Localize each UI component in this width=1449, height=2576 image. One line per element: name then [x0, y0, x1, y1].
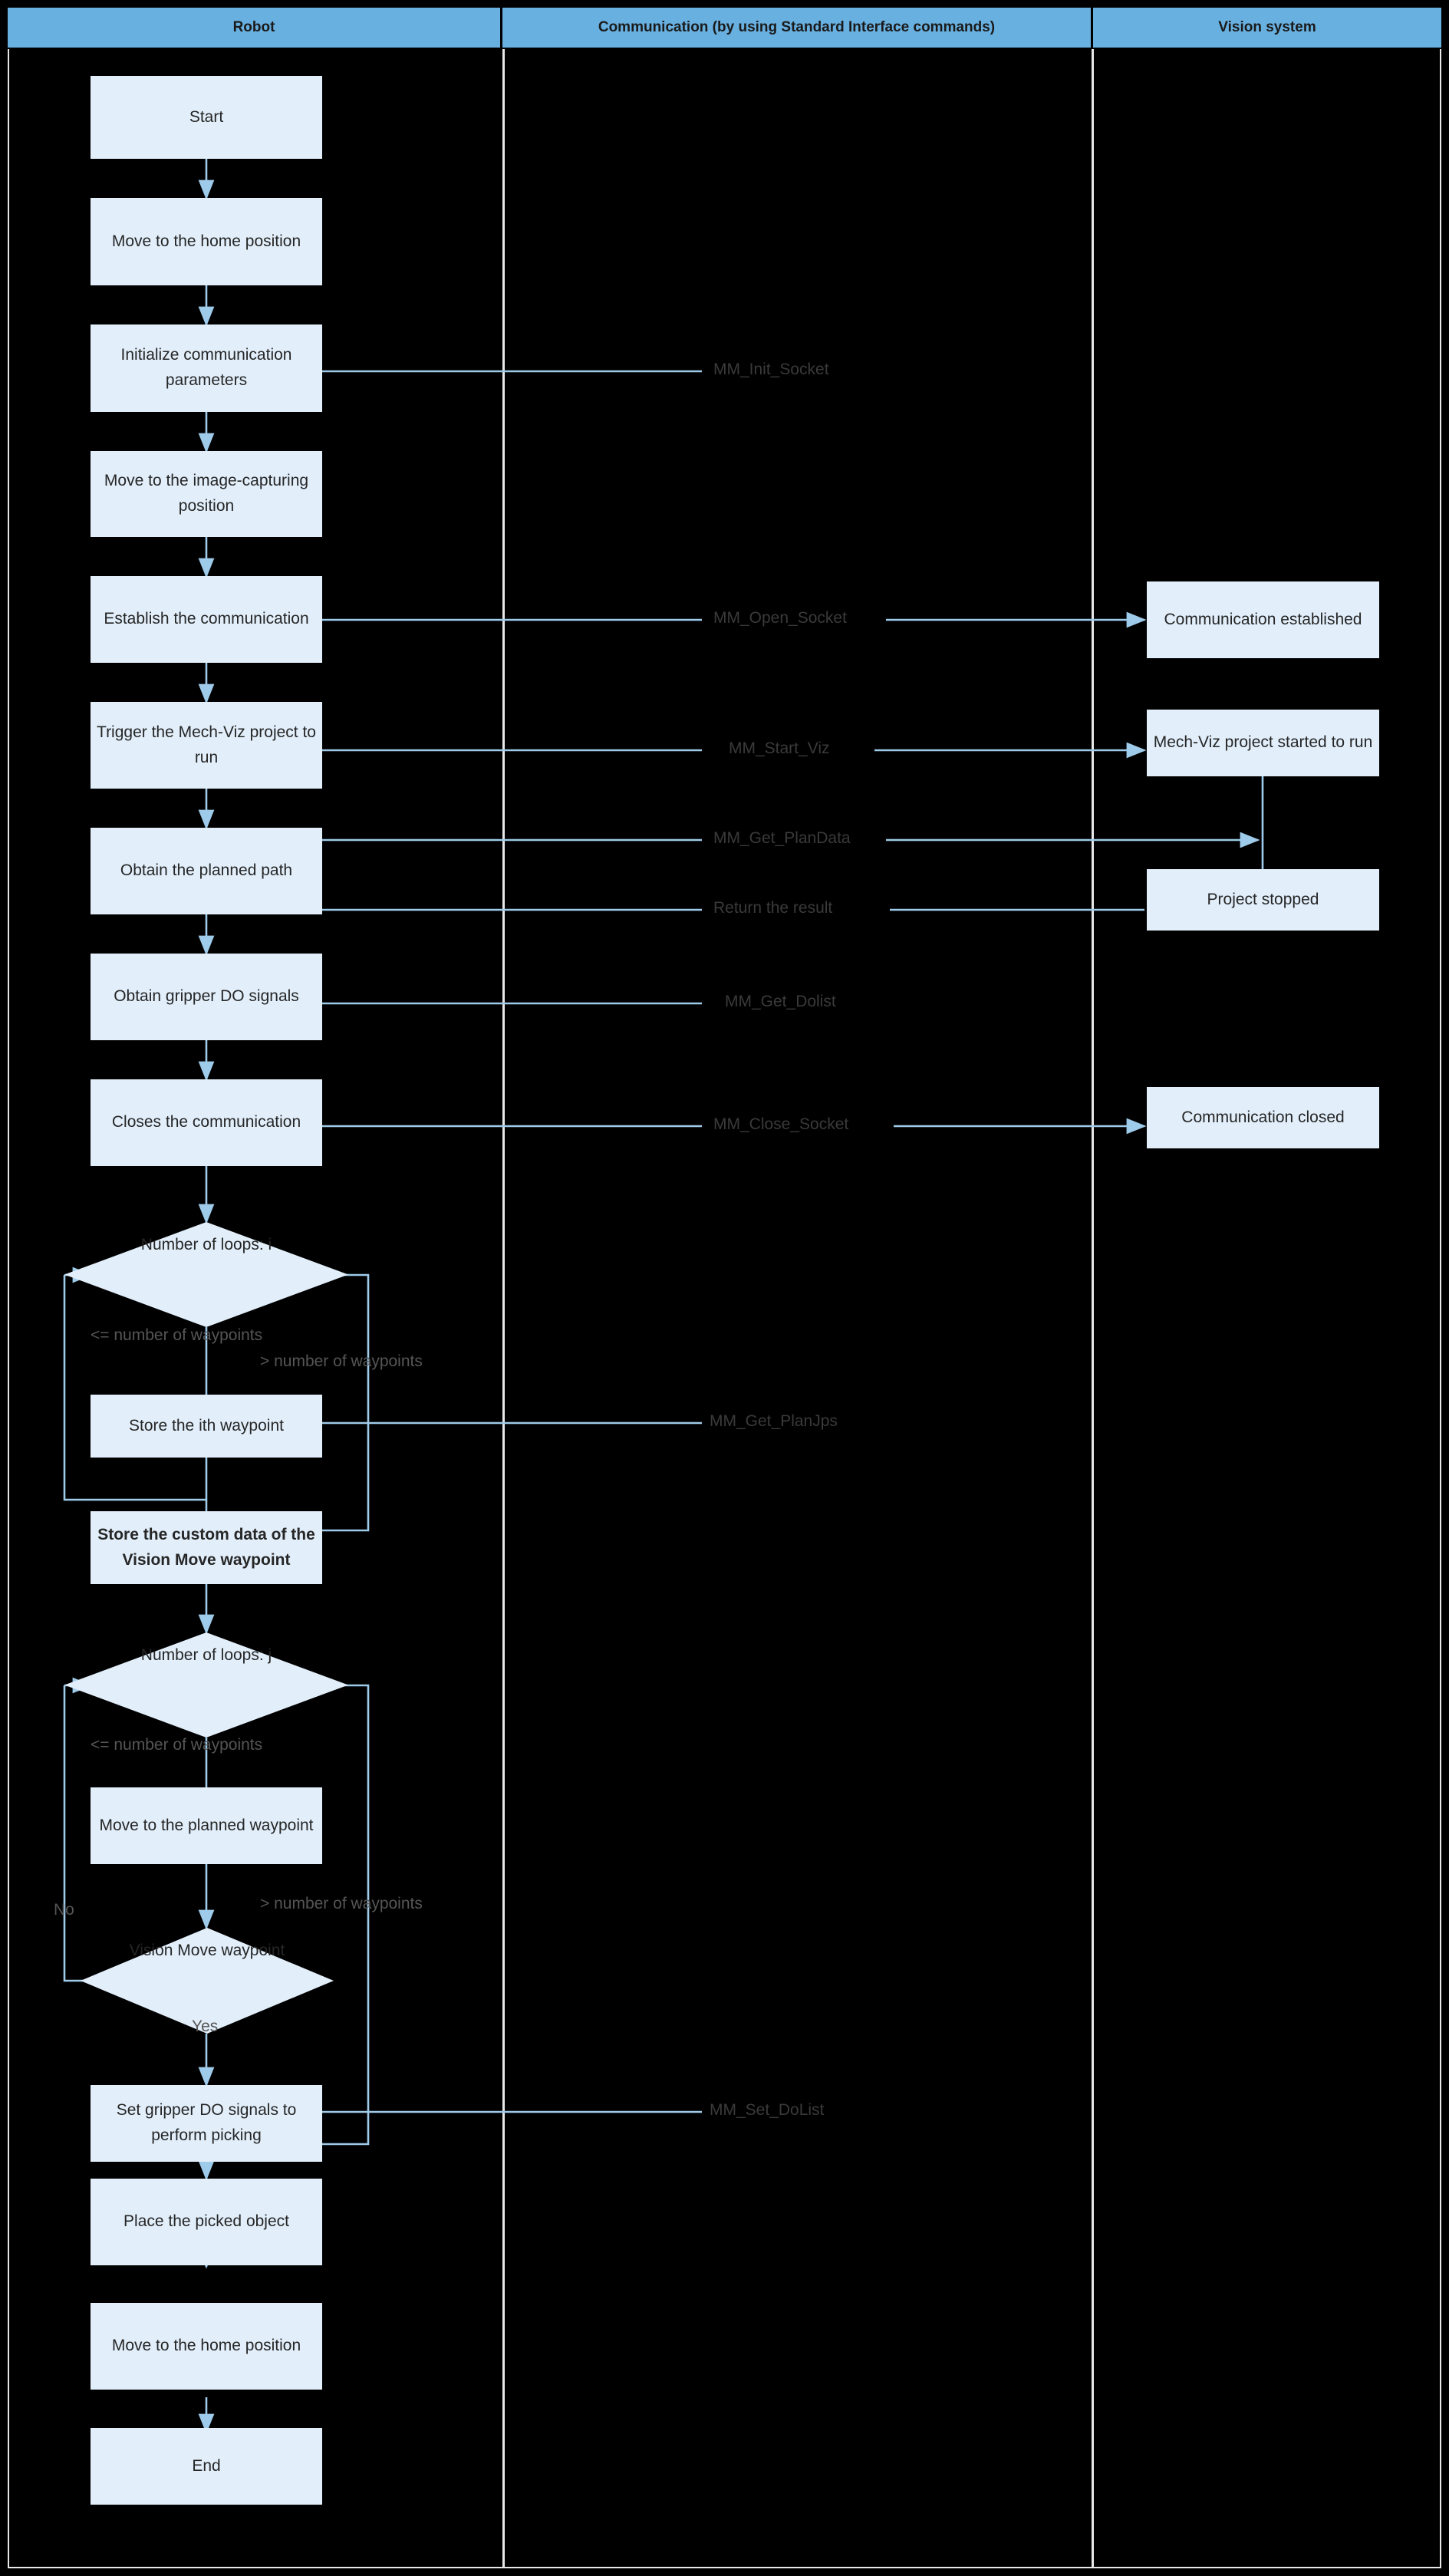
node-establish-communication[interactable]: Establish the communication [91, 576, 322, 663]
node-initialize-communication[interactable]: Initialize communication parameters [91, 324, 322, 412]
decision-vision-move-label: Vision Move waypoint [129, 1942, 285, 1959]
node-close-communication[interactable]: Closes the communication [91, 1079, 322, 1166]
command-mm-get-plandata: MM_Get_PlanData [713, 829, 851, 847]
node-project-stopped[interactable]: Project stopped [1147, 869, 1379, 931]
decision-j-label: Number of loops: j [140, 1646, 272, 1664]
command-mm-get-planjps: MM_Get_PlanJps [710, 1412, 838, 1430]
node-start[interactable]: Start [91, 76, 322, 159]
node-trigger-mechviz[interactable]: Trigger the Mech-Viz project to run [91, 702, 322, 789]
decision-number-of-loops-j[interactable]: Number of loops: j [64, 1632, 348, 1738]
header-robot: Robot [8, 8, 502, 48]
swimlane-header: Robot Communication (by using Standard I… [8, 8, 1441, 48]
header-communication: Communication (by using Standard Interfa… [502, 8, 1093, 48]
node-obtain-gripper-do[interactable]: Obtain gripper DO signals [91, 954, 322, 1040]
node-move-image-capturing[interactable]: Move to the image-capturing position [91, 451, 322, 537]
lane-edge-left [8, 49, 9, 2568]
decision-i-label: Number of loops: i [140, 1236, 272, 1253]
command-mm-get-dolist: MM_Get_Dolist [725, 993, 836, 1010]
node-mechviz-started[interactable]: Mech-Viz project started to run [1147, 710, 1379, 776]
node-communication-established[interactable]: Communication established [1147, 581, 1379, 658]
lane-divider-robot-communication [502, 49, 505, 2568]
edge-label-le-waypoints-j: <= number of waypoints [91, 1736, 263, 1754]
lane-edge-right [1440, 49, 1441, 2568]
edge-label-no: No [54, 1901, 74, 1919]
node-set-gripper-do[interactable]: Set gripper DO signals to perform pickin… [91, 2085, 322, 2162]
edge-label-gt-waypoints-i: > number of waypoints [260, 1352, 423, 1370]
command-mm-close-socket: MM_Close_Socket [713, 1115, 849, 1133]
command-mm-open-socket: MM_Open_Socket [713, 609, 847, 627]
node-move-planned-waypoint[interactable]: Move to the planned waypoint [91, 1787, 322, 1864]
node-store-ith-waypoint[interactable]: Store the ith waypoint [91, 1395, 322, 1458]
command-return-the-result: Return the result [713, 899, 833, 917]
node-place-picked-object[interactable]: Place the picked object [91, 2179, 322, 2265]
command-mm-start-viz: MM_Start_Viz [729, 740, 830, 757]
edge-label-gt-waypoints-j: > number of waypoints [260, 1895, 423, 1912]
header-vision-system: Vision system [1093, 8, 1441, 48]
command-mm-set-dolist: MM_Set_DoList [710, 2101, 825, 2119]
edge-label-le-waypoints-i: <= number of waypoints [91, 1326, 263, 1344]
lane-divider-communication-vision [1092, 49, 1094, 2568]
decision-vision-move-waypoint[interactable]: Vision Move waypoint [81, 1928, 334, 2034]
node-obtain-planned-path[interactable]: Obtain the planned path [91, 828, 322, 914]
command-mm-init-socket: MM_Init_Socket [713, 361, 829, 378]
node-store-custom-data[interactable]: Store the custom data of the Vision Move… [91, 1511, 322, 1584]
node-move-home-1[interactable]: Move to the home position [91, 198, 322, 285]
edge-label-yes: Yes [192, 2018, 219, 2035]
node-move-home-2[interactable]: Move to the home position [91, 2303, 322, 2390]
node-end[interactable]: End [91, 2428, 322, 2505]
lane-edge-bottom [8, 2567, 1441, 2568]
node-communication-closed[interactable]: Communication closed [1147, 1087, 1379, 1148]
decision-number-of-loops-i[interactable]: Number of loops: i [64, 1222, 348, 1327]
